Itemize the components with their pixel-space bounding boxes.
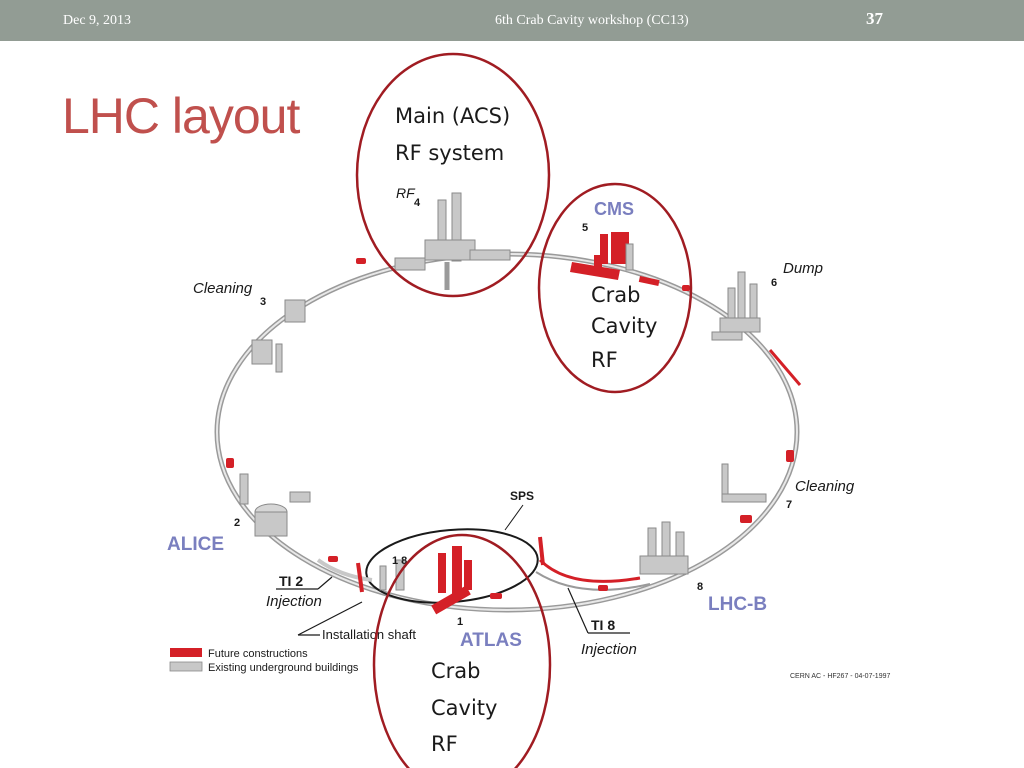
point1-label: ATLAS <box>460 630 522 651</box>
legend-label-existing: Existing underground buildings <box>208 662 359 674</box>
main-rf-line1: Main (ACS) <box>395 104 511 128</box>
slide-event: 6th Crab Cavity workshop (CC13) <box>495 13 689 28</box>
point3-number: 3 <box>260 296 266 308</box>
cms-crab-line2: Cavity <box>591 314 658 338</box>
point5-number: 5 <box>582 222 588 234</box>
installation-shaft-label: Installation shaft <box>322 627 416 642</box>
slide-date: Dec 9, 2013 <box>63 13 132 28</box>
point8-number: 8 <box>697 581 703 593</box>
point18-number: 1 8 <box>392 555 407 567</box>
atlas-crab-line1: Crab <box>431 659 481 683</box>
point6-structure <box>711 271 802 386</box>
diagram-credit: CERN AC - HF267 - 04-07-1997 <box>790 673 890 680</box>
slide-page-number: 37 <box>866 9 883 28</box>
point3-label: Cleaning <box>193 280 253 297</box>
main-rf-circle <box>355 52 551 298</box>
point7-number: 7 <box>786 499 792 511</box>
point2-number: 2 <box>234 517 240 529</box>
atlas-crab-line3: RF <box>431 732 458 756</box>
legend-swatch-future <box>170 648 202 657</box>
cms-crab-line1: Crab <box>591 283 641 307</box>
ti2-sub: Injection <box>266 593 322 610</box>
point2-label: ALICE <box>167 534 224 555</box>
ti8-line <box>538 558 641 583</box>
point7-label: Cleaning <box>795 478 855 495</box>
ti2-pointer <box>317 576 333 590</box>
cms-crab-line3: RF <box>591 348 618 372</box>
point6-number: 6 <box>771 277 777 289</box>
point3-structure <box>251 299 306 373</box>
ti2-name: TI 2 <box>279 573 303 589</box>
ti8-name: TI 8 <box>591 617 615 633</box>
point4-label: RF <box>396 185 416 201</box>
header-bar: Dec 9, 2013 6th Crab Cavity workshop (CC… <box>0 0 1024 41</box>
point1-number: 1 <box>457 616 463 628</box>
future-segments <box>226 258 794 599</box>
point2-structure <box>239 473 311 537</box>
installation-shaft-pointer <box>297 601 363 636</box>
main-rf-line2: RF system <box>395 141 505 165</box>
ti8-line-2 <box>535 571 651 591</box>
point8-structure <box>639 521 689 575</box>
point1-structure <box>379 546 472 615</box>
point4-number: 4 <box>414 197 421 209</box>
point6-label: Dump <box>783 260 823 277</box>
ti8-shaft-red <box>538 536 545 566</box>
point4-structure <box>394 192 511 290</box>
ti2-line <box>316 558 373 582</box>
sps-label: SPS <box>510 489 534 503</box>
sps-pointer <box>504 504 524 531</box>
slide-title: LHC layout <box>62 88 300 144</box>
point7-structure <box>721 463 767 503</box>
ti8-sub: Injection <box>581 641 637 658</box>
ti8-pointer <box>567 587 589 634</box>
point8-label: LHC-B <box>708 594 767 615</box>
point5-label: CMS <box>594 199 634 219</box>
atlas-crab-line2: Cavity <box>431 696 498 720</box>
ti2-shaft-red <box>356 562 364 593</box>
legend-swatch-existing <box>169 661 203 672</box>
point5-structure <box>570 232 660 287</box>
legend-label-future: Future constructions <box>208 648 308 660</box>
atlas-crab-circle <box>372 533 552 768</box>
cms-crab-circle <box>537 182 693 394</box>
